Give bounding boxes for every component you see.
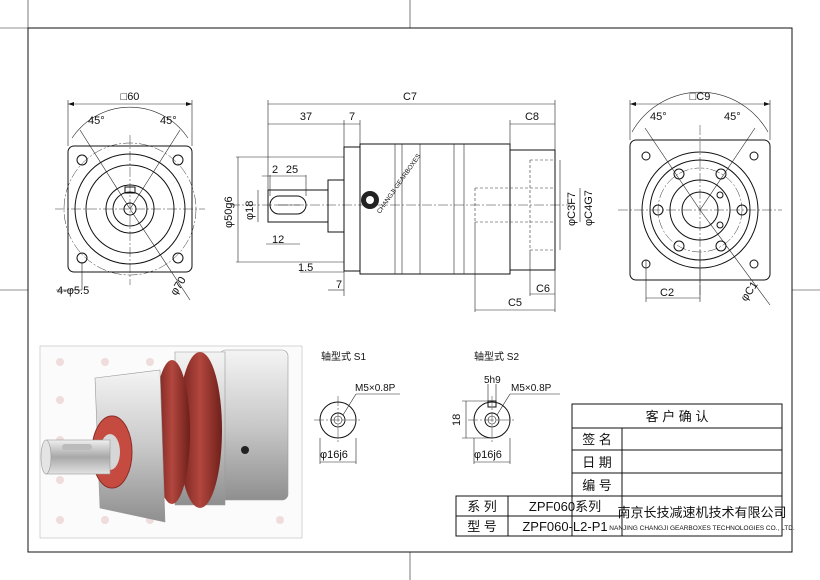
- side-keyway: [269, 195, 307, 215]
- shaft-s2: 轴型式 S2 5h9 M5×0.8P 18 φ16j6: [451, 350, 560, 464]
- series-value: ZPF060系列: [529, 499, 601, 514]
- side-c6-dim: C6: [536, 283, 550, 295]
- company-name: 南京长技减速机技术有限公司: [617, 505, 786, 520]
- model-label: 型 号: [467, 519, 497, 534]
- table-row-label: 编 号: [582, 478, 612, 493]
- front-angle-right: 45°: [160, 115, 177, 127]
- side-adapter: [509, 149, 556, 271]
- s2-key-label: 5h9: [484, 375, 501, 386]
- shaft-s1: 轴型式 S1 M5×0.8P φ16j6: [314, 350, 400, 464]
- side-logo-text: CHANGJI GEARBOXES: [376, 152, 423, 215]
- product-photo: [39, 345, 303, 539]
- front-hole-dim: 4-φ5.5: [57, 285, 89, 297]
- s1-dia-label: φ16j6: [320, 449, 348, 461]
- photo-adapter: [219, 349, 289, 501]
- company-name-en: NANJING CHANGJI GEARBOXES TECHNOLOGIES C…: [609, 525, 795, 532]
- table-row-label: 日 期: [582, 455, 612, 470]
- side-flange-thk-dim: 7: [336, 279, 342, 291]
- s2-height-label: 18: [451, 414, 463, 426]
- side-shaft-dia-dim: φ50g6: [223, 196, 235, 228]
- series-label: 系 列: [467, 499, 497, 514]
- rear-square-dim: □C9: [690, 91, 711, 103]
- side-flange: [343, 146, 361, 272]
- rear-angle-left: 45°: [650, 111, 667, 123]
- side-motor-len-dim: C8: [525, 111, 539, 123]
- side-bore-dia1-dim: φC3F7: [566, 192, 578, 226]
- side-key-depth-dim: 12: [272, 234, 284, 246]
- s1-caption: 轴型式 S1: [321, 350, 366, 363]
- s2-thread-label: M5×0.8P: [511, 383, 552, 394]
- side-overall-dim: C7: [403, 91, 417, 103]
- rear-c2-dim: C2: [660, 287, 674, 299]
- rear-view: □C9 45° 45° C2 φC1: [618, 91, 782, 306]
- front-housing-circle: [74, 153, 186, 265]
- s1-thread-label: M5×0.8P: [355, 383, 396, 394]
- side-pilot-dia-dim: φ18: [244, 201, 256, 220]
- side-bore-dia2-dim: φC4G7: [583, 190, 595, 226]
- front-pcd-circle: [63, 142, 197, 276]
- table-row-label: 签 名: [582, 432, 612, 447]
- side-key-len-dim: 25: [286, 164, 298, 176]
- side-view: CHANGJI GEARBOXES C7 37 7 C8 2 25 φ50g6 …: [223, 91, 595, 312]
- side-pilot-len-dim: 7: [349, 111, 355, 123]
- side-chamfer-dim: 1.5: [298, 262, 313, 274]
- side-shaft: [267, 189, 329, 223]
- front-pcd-dim: φ70: [168, 275, 188, 298]
- side-flange-len-dim: 37: [300, 111, 312, 123]
- side-key-start-dim: 2: [272, 164, 278, 176]
- side-c5-dim: C5: [508, 297, 522, 309]
- front-angle-left: 45°: [88, 115, 105, 127]
- front-square-dim: □60: [121, 91, 140, 103]
- model-value: ZPF060-L2-P1: [522, 519, 607, 534]
- rear-angle-right: 45°: [724, 111, 741, 123]
- s2-caption: 轴型式 S2: [474, 350, 519, 363]
- photo-red-band: [178, 352, 222, 508]
- s2-dia-label: φ16j6: [474, 449, 502, 461]
- table-header: 客 户 确 认: [646, 409, 709, 424]
- title-block: 客 户 确 认 签 名 日 期 编 号 系 列 ZPF060系列 型 号 ZPF…: [455, 403, 795, 537]
- front-view: □60 45° 45° φ70 4-φ5.5: [55, 91, 205, 301]
- rear-c1-dim: φC1: [739, 279, 761, 303]
